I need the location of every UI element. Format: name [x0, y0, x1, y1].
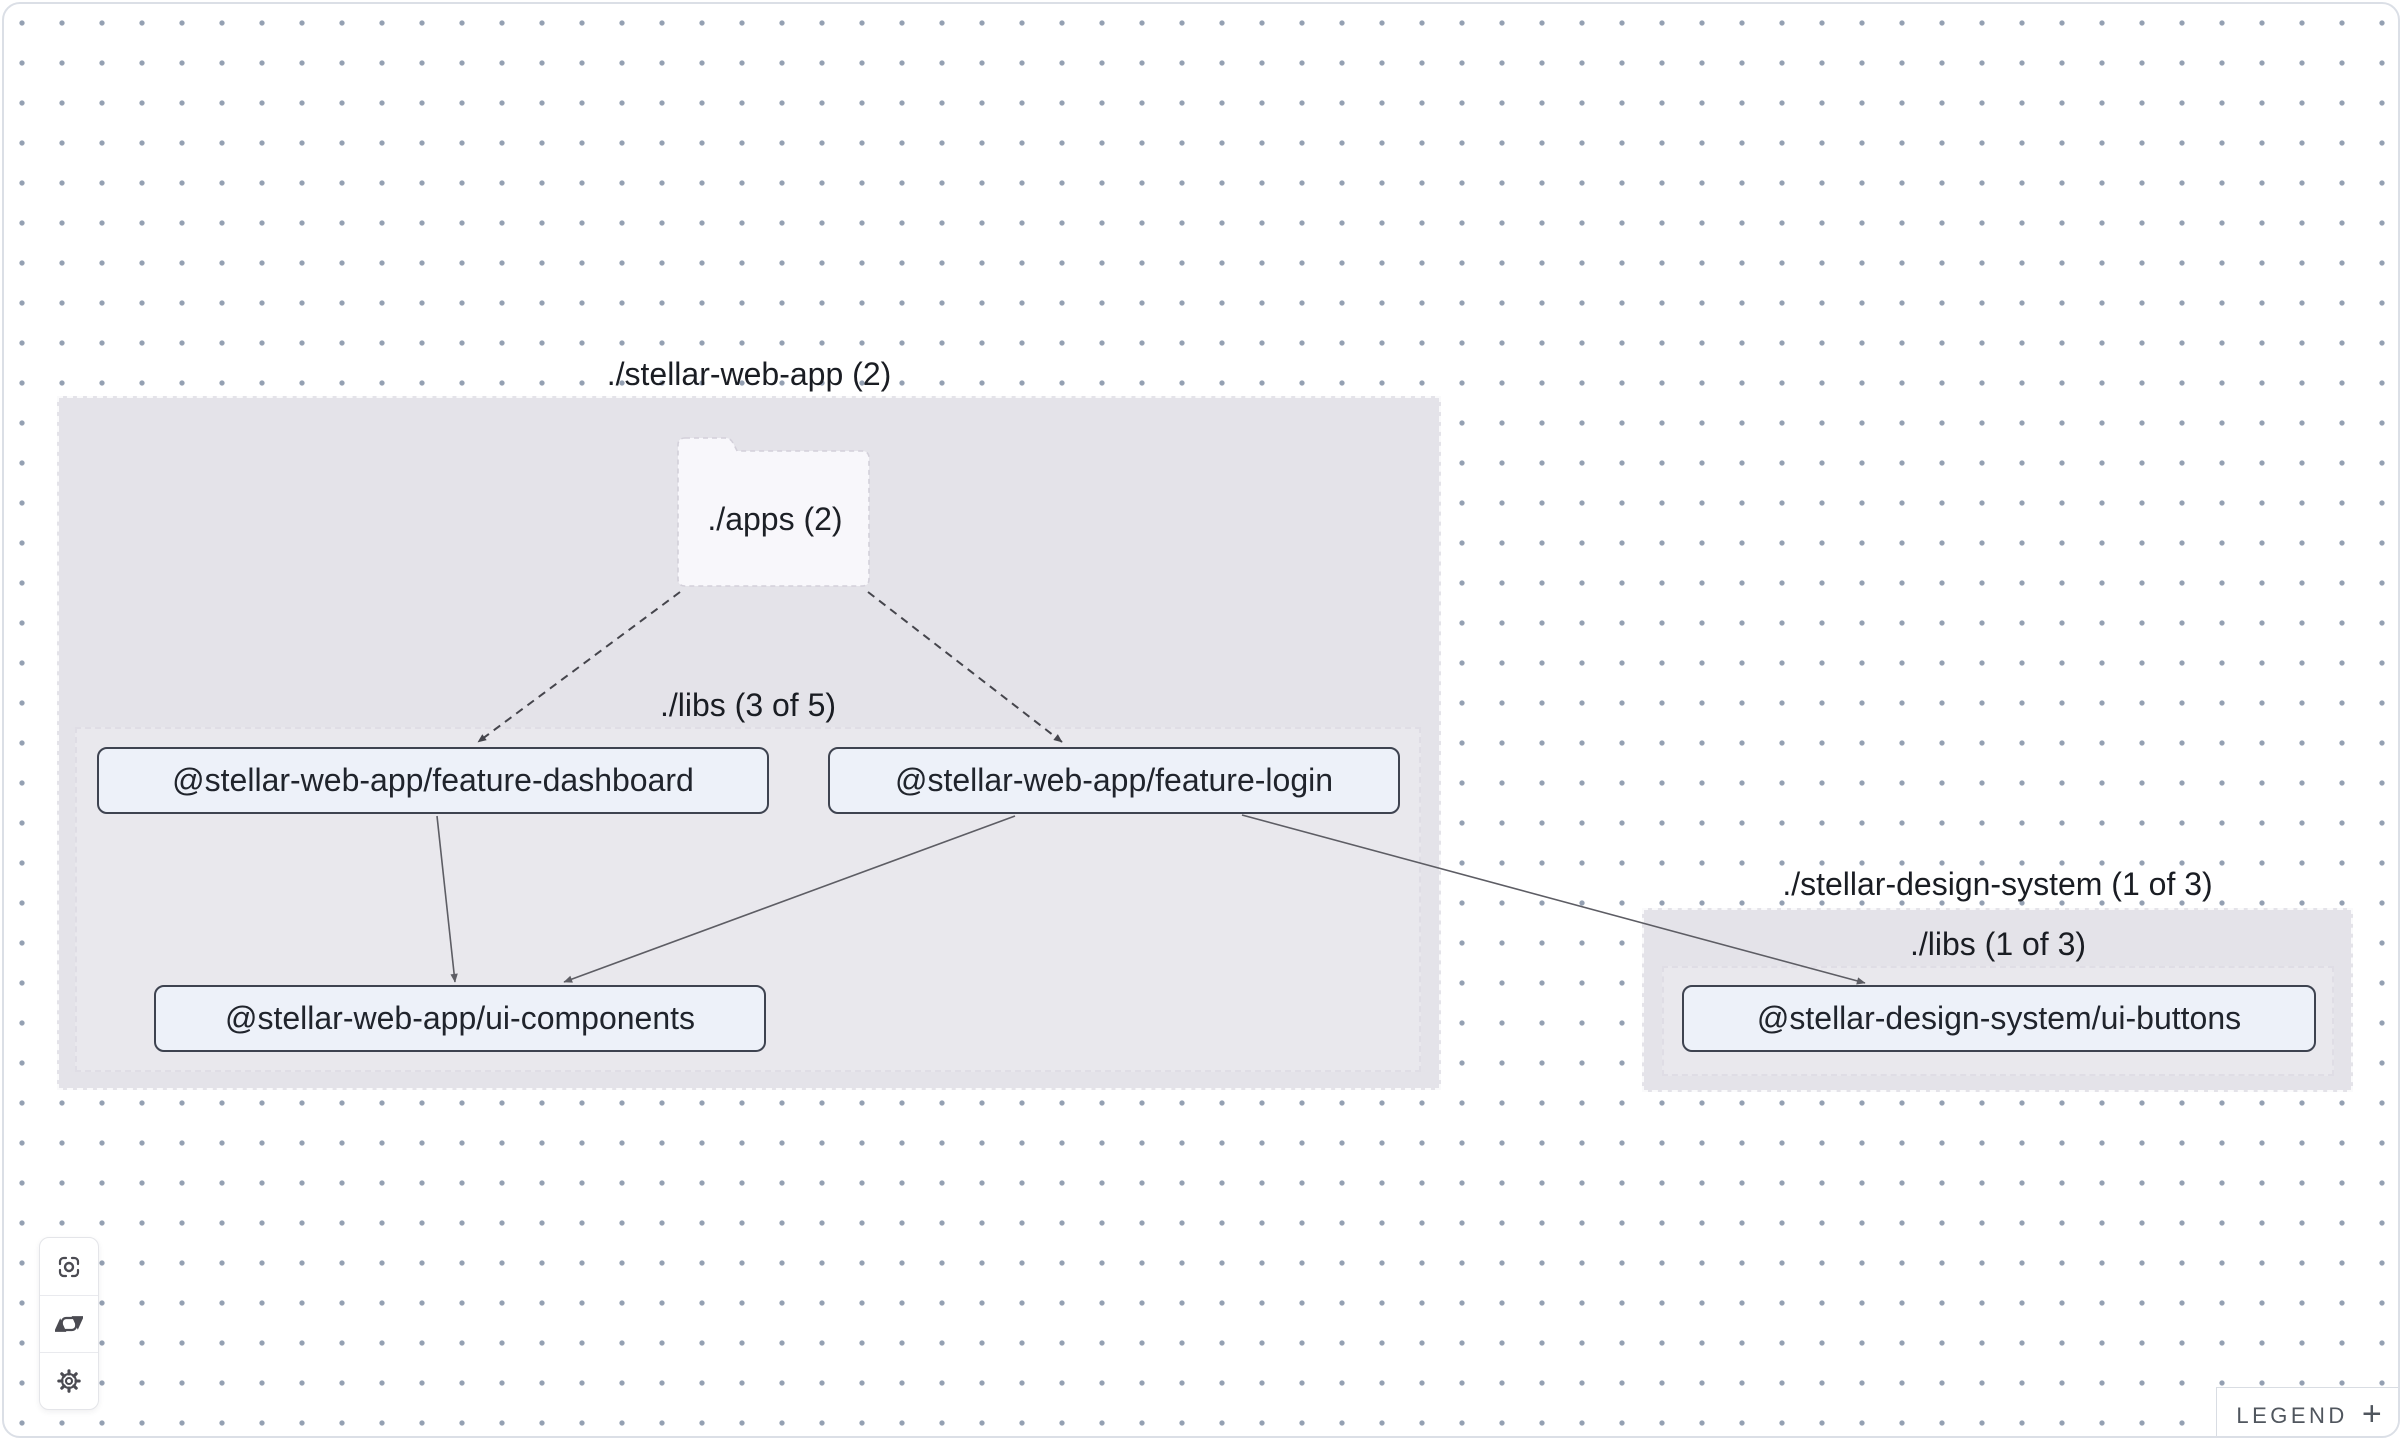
legend-label: LEGEND — [2236, 1402, 2348, 1428]
node-ui-buttons[interactable]: @stellar-design-system/ui-buttons — [1682, 985, 2316, 1052]
group-label-stellar-web-app: ./stellar-web-app (2) — [606, 356, 892, 392]
gear-icon — [57, 1369, 81, 1393]
group-label-stellar-design-system: ./stellar-design-system (1 of 3) — [1782, 866, 2213, 902]
refresh-icon — [55, 1316, 83, 1332]
group-label-stellar-design-system-libs: ./libs (1 of 3) — [1909, 926, 2087, 962]
node-feature-dashboard[interactable]: @stellar-web-app/feature-dashboard — [97, 747, 769, 814]
refresh-layout-button[interactable] — [40, 1295, 98, 1352]
focus-button[interactable] — [40, 1238, 98, 1295]
node-apps-folder[interactable]: ./apps (2) — [707, 500, 843, 537]
legend-toggle[interactable]: LEGEND + — [2216, 1387, 2398, 1436]
group-label-stellar-web-app-libs: ./libs (3 of 5) — [659, 687, 837, 723]
folder-icon — [677, 437, 870, 587]
graph-canvas[interactable]: ./stellar-web-app (2) ./libs (3 of 5) ./… — [4, 4, 2398, 1436]
node-feature-login[interactable]: @stellar-web-app/feature-login — [828, 747, 1400, 814]
canvas-controls — [39, 1237, 99, 1410]
scan-focus-icon — [58, 1256, 80, 1277]
node-ui-components[interactable]: @stellar-web-app/ui-components — [154, 985, 766, 1052]
settings-button[interactable] — [40, 1352, 98, 1409]
